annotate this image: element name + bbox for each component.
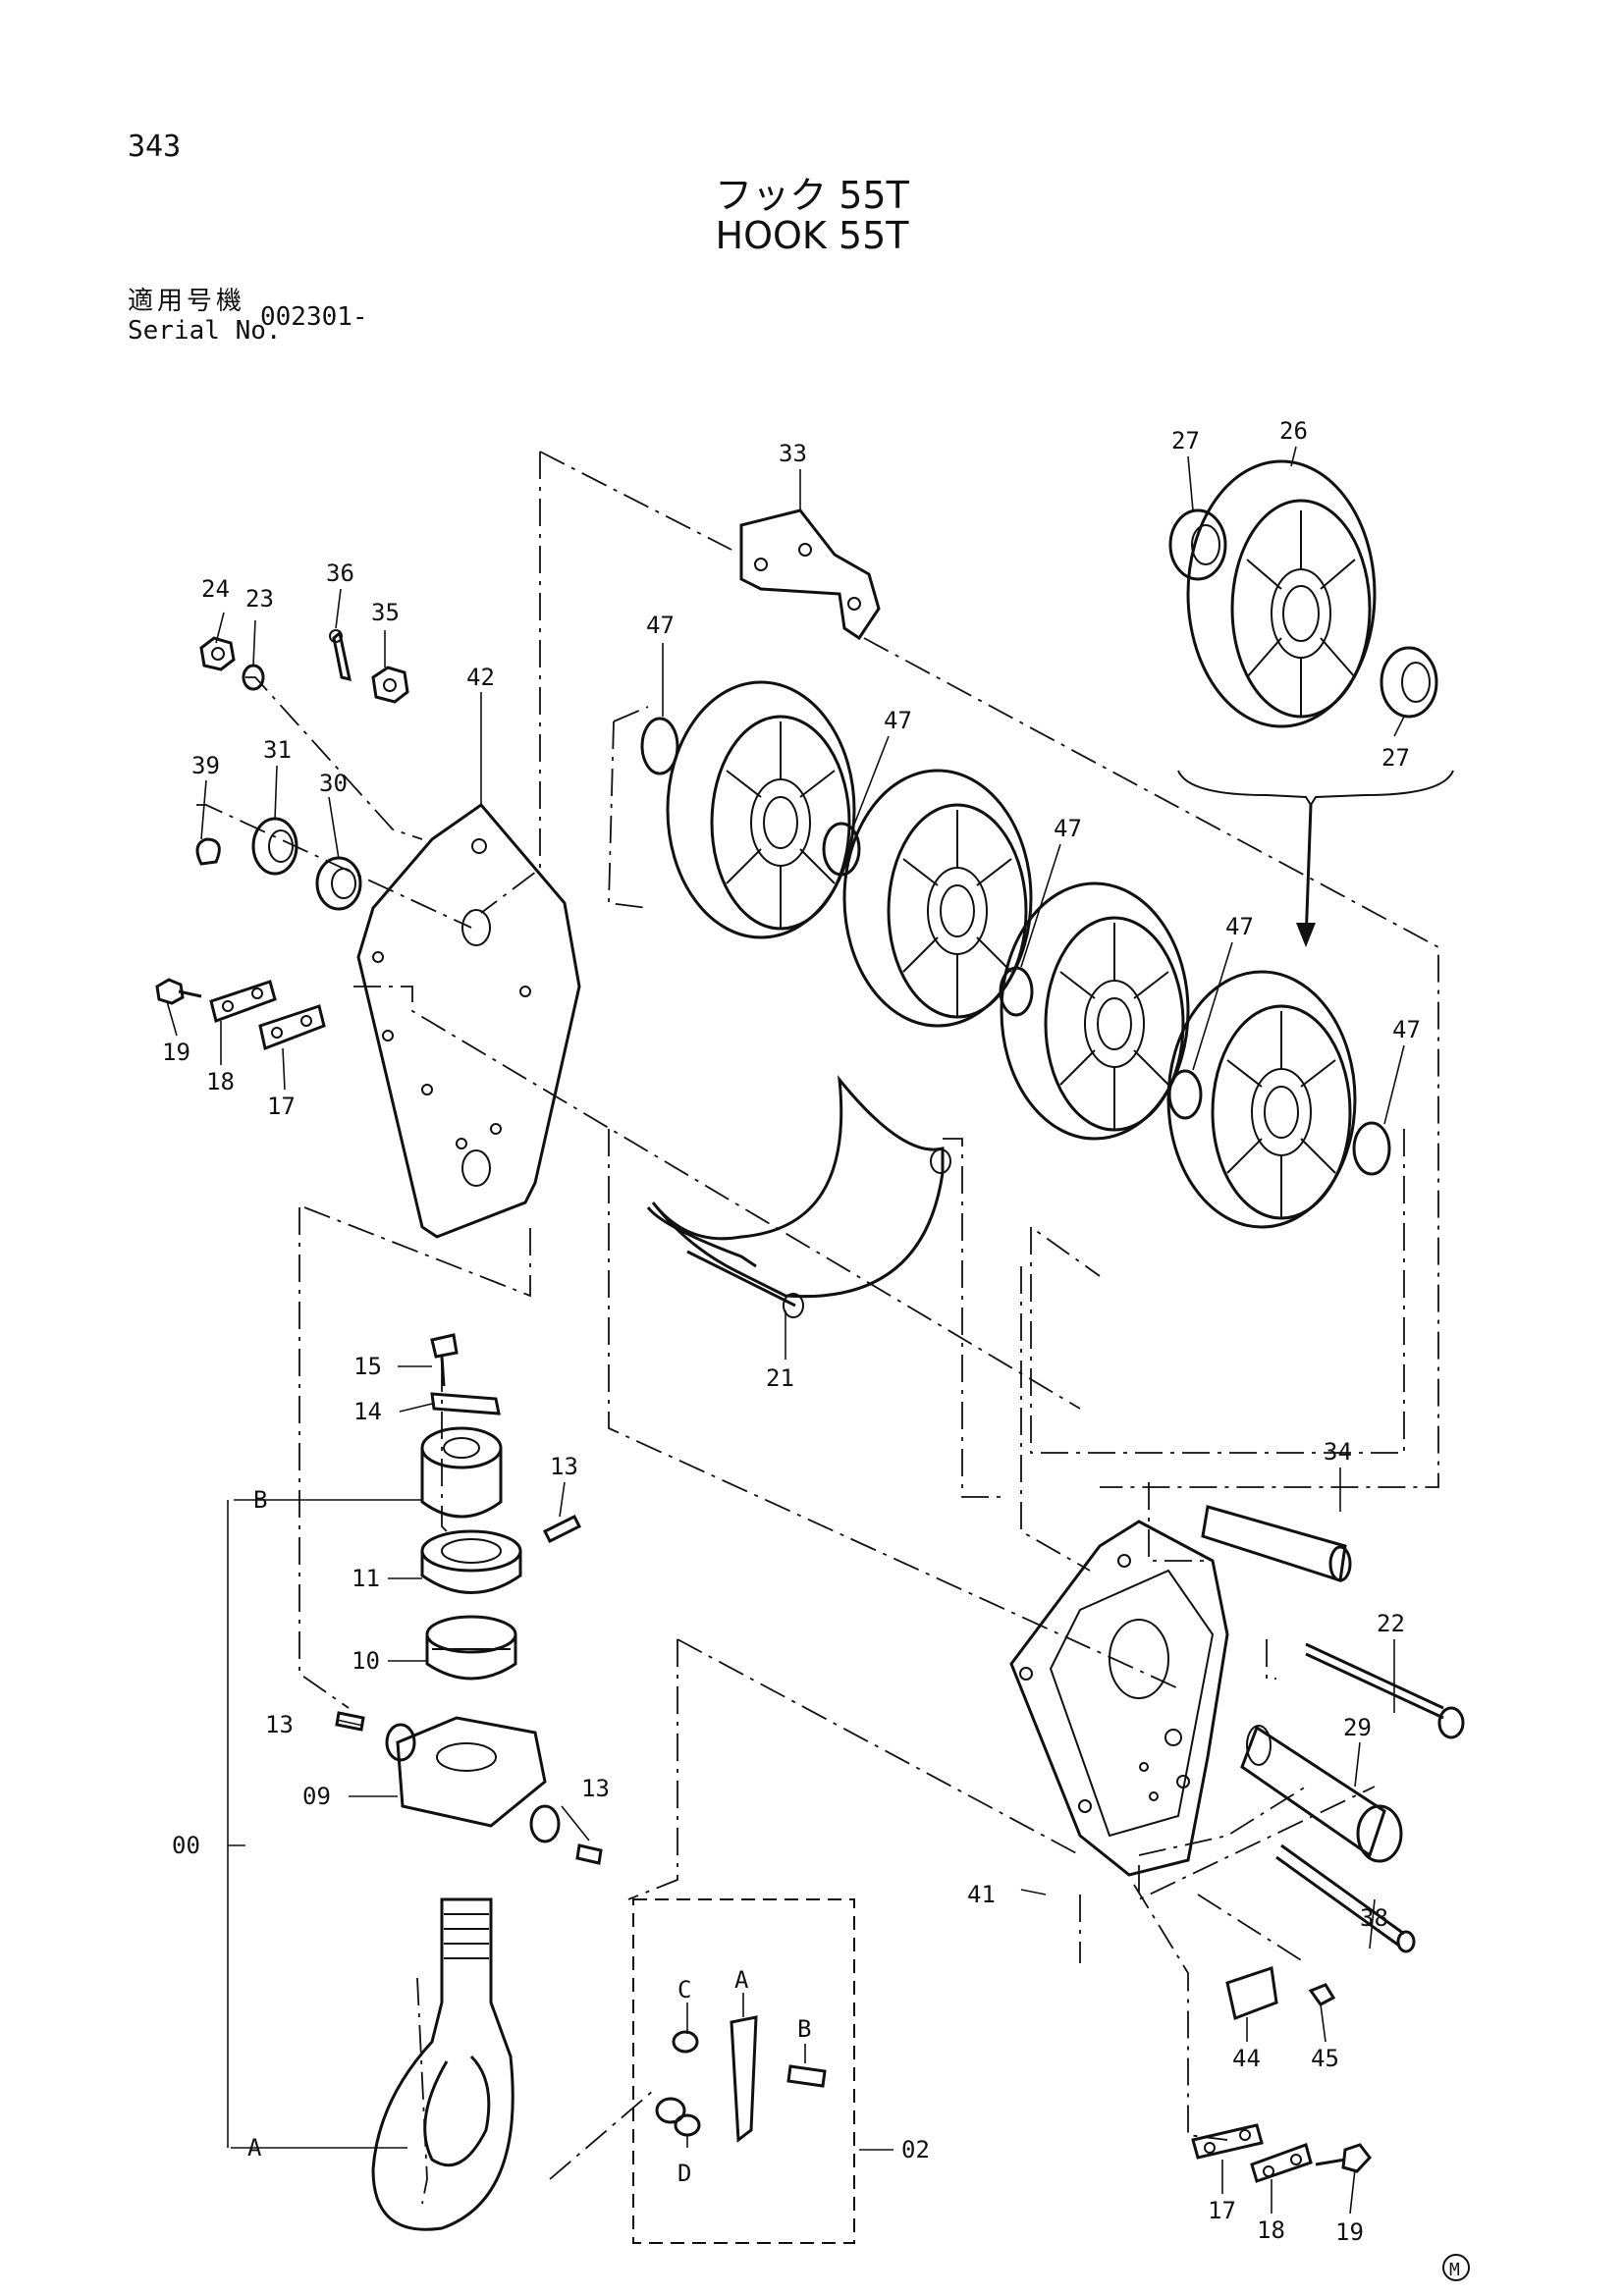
thrust-bearing-10 bbox=[425, 1615, 517, 1681]
footer-mark: M bbox=[1442, 2254, 1470, 2281]
title-japanese: フック 55T bbox=[715, 174, 909, 217]
label-31: 31 bbox=[263, 736, 292, 764]
serial-value: 002301- bbox=[260, 302, 368, 332]
label-39: 39 bbox=[191, 752, 220, 779]
grease-fitting-13-c bbox=[575, 1843, 603, 1865]
grease-fitting-13-b bbox=[542, 1514, 582, 1544]
label-47-b: 47 bbox=[884, 707, 912, 734]
label-35: 35 bbox=[371, 599, 400, 626]
label-leaders bbox=[166, 446, 1405, 2215]
shaft-29 bbox=[1240, 1725, 1403, 1863]
sheave-1 bbox=[666, 680, 856, 939]
nut-31 bbox=[251, 817, 298, 876]
ref-B-swivel: B bbox=[253, 1486, 267, 1514]
label-10: 10 bbox=[352, 1647, 380, 1675]
pin-34 bbox=[1201, 1505, 1352, 1582]
label-42: 42 bbox=[466, 664, 495, 691]
plate-18-bottom bbox=[1250, 2143, 1313, 2183]
nut-24 bbox=[199, 636, 236, 671]
label-19-top: 19 bbox=[162, 1039, 190, 1066]
sheave-4 bbox=[1166, 970, 1357, 1229]
label-47-c: 47 bbox=[1054, 815, 1082, 842]
label-29: 29 bbox=[1343, 1714, 1372, 1741]
label-41: 41 bbox=[967, 1881, 996, 1908]
label-18-top: 18 bbox=[206, 1068, 235, 1095]
label-17-bottom: 17 bbox=[1208, 2197, 1236, 2224]
label-45: 45 bbox=[1311, 2045, 1339, 2072]
sheave-26 bbox=[1186, 459, 1377, 728]
ref-A-latch: A bbox=[734, 1966, 749, 1994]
nut-B bbox=[420, 1426, 503, 1519]
sheave-2 bbox=[842, 769, 1033, 1028]
label-13-a: 13 bbox=[265, 1711, 294, 1738]
plate-18-top bbox=[209, 980, 277, 1023]
plate-17-top bbox=[258, 1004, 326, 1051]
label-14: 14 bbox=[353, 1398, 382, 1425]
label-00: 00 bbox=[172, 1832, 200, 1859]
screw-45 bbox=[1308, 1983, 1336, 2006]
label-36: 36 bbox=[326, 560, 354, 587]
label-47-e: 47 bbox=[1392, 1016, 1421, 1043]
label-33: 33 bbox=[779, 440, 807, 467]
bolt-19-bottom bbox=[1315, 2143, 1372, 2173]
label-26: 26 bbox=[1279, 417, 1308, 445]
pin-36 bbox=[329, 629, 352, 682]
label-15: 15 bbox=[353, 1353, 382, 1380]
bolt-15 bbox=[430, 1333, 459, 1387]
title-english: HOOK 55T bbox=[715, 214, 909, 257]
lock-plate-14 bbox=[430, 1392, 501, 1415]
trunnion-09 bbox=[385, 1716, 561, 1843]
label-34: 34 bbox=[1324, 1438, 1352, 1466]
serial-label-english: Serial No. bbox=[128, 316, 282, 346]
label-13-c: 13 bbox=[581, 1775, 610, 1802]
latch-assembly-02 bbox=[632, 1898, 855, 2244]
race-11 bbox=[420, 1529, 522, 1594]
nameplate-44 bbox=[1225, 1966, 1278, 2021]
label-17-top: 17 bbox=[267, 1093, 296, 1120]
bolt-22 bbox=[1305, 1642, 1465, 1739]
label-47-a: 47 bbox=[646, 612, 675, 639]
label-44: 44 bbox=[1232, 2045, 1261, 2072]
connector-lines bbox=[196, 451, 1454, 2205]
bearing-27-right bbox=[1380, 646, 1438, 719]
footer-mark-letter: M bbox=[1449, 2260, 1460, 2280]
label-13-b: 13 bbox=[550, 1453, 578, 1480]
label-27-top: 27 bbox=[1171, 427, 1200, 454]
label-30: 30 bbox=[319, 770, 348, 797]
part-33-bracket bbox=[739, 508, 881, 641]
ref-A-hook: A bbox=[247, 2134, 262, 2162]
label-47-d: 47 bbox=[1225, 913, 1254, 940]
cover-21 bbox=[646, 1075, 951, 1318]
side-plate-41 bbox=[1009, 1520, 1229, 1877]
label-23: 23 bbox=[245, 585, 274, 613]
snap-ring-39 bbox=[195, 837, 221, 866]
label-38: 38 bbox=[1360, 1904, 1388, 1932]
label-24: 24 bbox=[201, 575, 230, 603]
castle-nut-35 bbox=[371, 666, 409, 704]
label-09: 09 bbox=[302, 1783, 331, 1810]
grease-fitting-13-a bbox=[335, 1711, 365, 1732]
hook bbox=[371, 1897, 514, 2231]
label-02: 02 bbox=[901, 2136, 930, 2163]
label-11: 11 bbox=[352, 1565, 380, 1592]
bearing-27-left bbox=[1168, 508, 1227, 581]
ref-B-latch: B bbox=[797, 2015, 811, 2043]
label-18-bottom: 18 bbox=[1257, 2216, 1285, 2244]
label-22: 22 bbox=[1377, 1610, 1405, 1637]
side-plate-42 bbox=[356, 802, 581, 1239]
spacer-rings-47 bbox=[640, 717, 1391, 1176]
label-27-bottom: 27 bbox=[1381, 744, 1410, 772]
part-labels: 24 23 36 35 42 39 31 30 33 27 26 27 47 4… bbox=[162, 417, 1421, 2246]
bolt-19-top bbox=[155, 978, 202, 1005]
pin-38 bbox=[1275, 1843, 1416, 1953]
label-19-bottom: 19 bbox=[1335, 2218, 1364, 2246]
plate-17-bottom bbox=[1191, 2123, 1264, 2160]
label-21: 21 bbox=[766, 1364, 794, 1392]
ref-C-latch: C bbox=[677, 1976, 691, 2003]
serial-label-japanese: 適用号機 bbox=[128, 287, 246, 316]
ref-D-latch: D bbox=[677, 2160, 691, 2187]
page-number: 343 bbox=[128, 130, 182, 164]
sheave-3 bbox=[1000, 881, 1190, 1141]
